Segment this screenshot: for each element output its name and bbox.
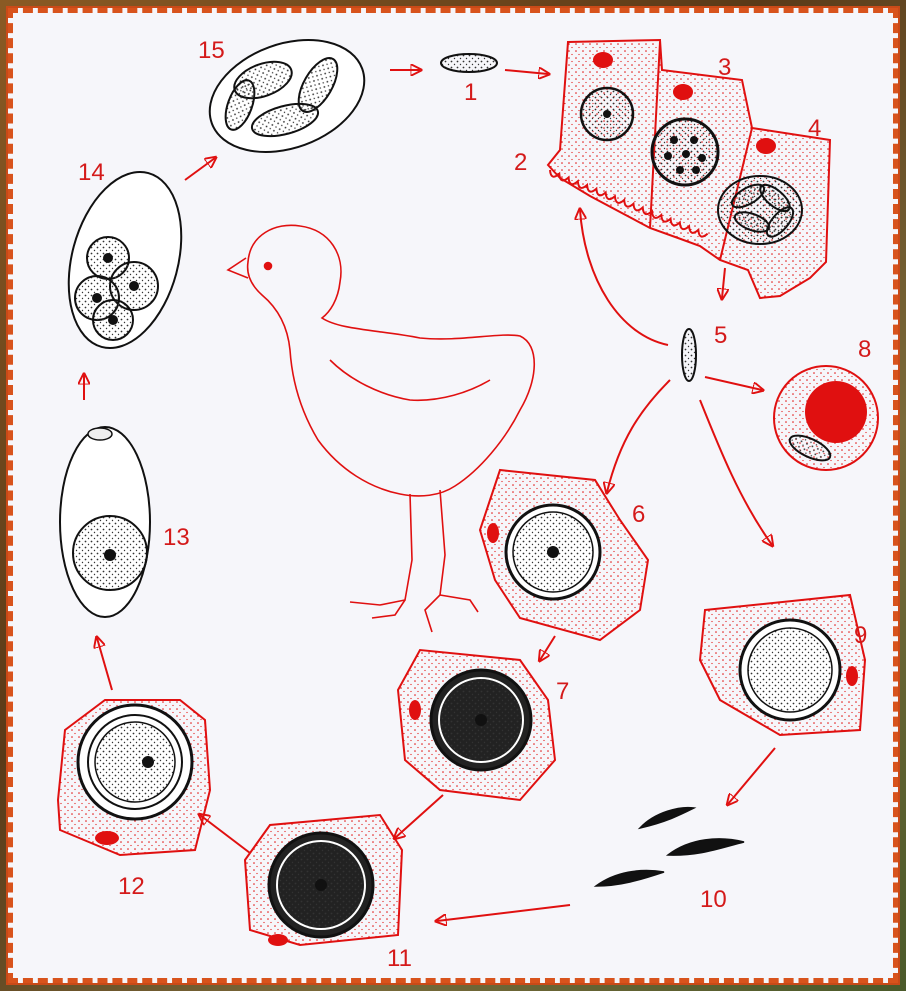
stage-label-6: 6 (632, 501, 645, 528)
stage-label-8: 8 (858, 336, 871, 363)
stage-label-15: 15 (198, 37, 225, 64)
chick-outline (228, 225, 534, 632)
stage-label-13: 13 (163, 524, 190, 551)
stage-1-sporozoite (441, 54, 497, 72)
stage-label-2: 2 (514, 149, 527, 176)
stage-label-12: 12 (118, 873, 145, 900)
stage-label-3: 3 (718, 54, 731, 81)
stage-label-1: 1 (464, 79, 477, 106)
stage-6-cell (480, 470, 648, 640)
stage-12-cell (58, 700, 210, 855)
stage-13-oocyst (60, 427, 150, 617)
stage-9-cell (700, 595, 865, 735)
stage-5-merozoite (682, 329, 696, 381)
stage-7-cell (398, 650, 555, 800)
stage-label-7: 7 (556, 678, 569, 705)
stage-label-5: 5 (714, 322, 727, 349)
stage-14-sporulating-oocyst (51, 159, 200, 360)
stage-label-10: 10 (700, 886, 727, 913)
stage-11-cell (245, 815, 402, 946)
stage-label-11: 11 (387, 945, 412, 972)
stage-label-4: 4 (808, 115, 821, 142)
stage-label-14: 14 (78, 159, 105, 186)
stage-8-cell (774, 366, 878, 470)
stage-10-microgametes (596, 808, 744, 886)
stage-label-9: 9 (854, 622, 867, 649)
stage-4-merozoites (718, 176, 802, 244)
